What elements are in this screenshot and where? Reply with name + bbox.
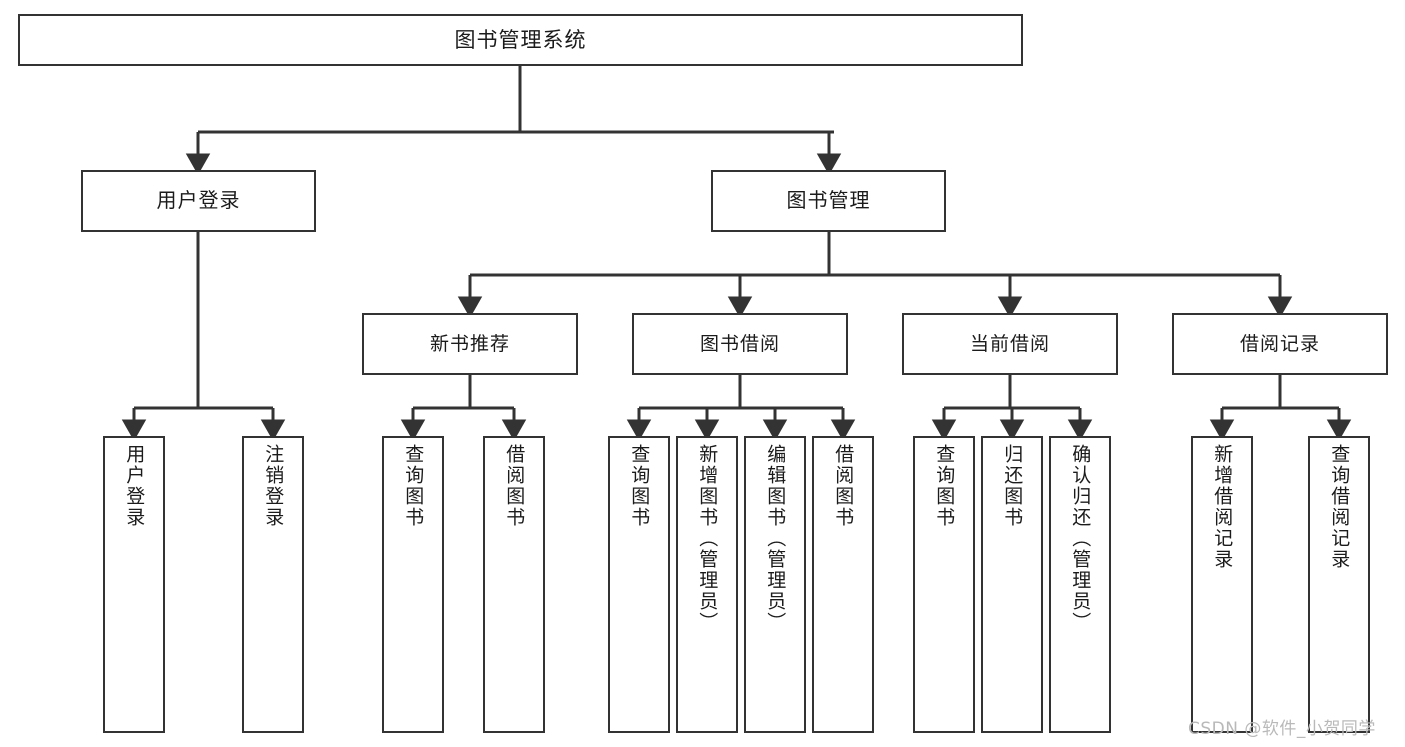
node-book-borrow[interactable]: 图书借阅 — [632, 313, 848, 375]
node-leaf-add-book-label: 新增图书（管理员） — [696, 444, 719, 633]
node-leaf-query-book-2-label: 查询图书 — [628, 444, 651, 528]
node-leaf-add-record[interactable]: 新增借阅记录 — [1191, 436, 1253, 733]
node-leaf-query-book-3-label: 查询图书 — [933, 444, 956, 528]
node-leaf-confirm-return[interactable]: 确认归还（管理员） — [1049, 436, 1111, 733]
node-leaf-edit-book[interactable]: 编辑图书（管理员） — [744, 436, 806, 733]
node-root[interactable]: 图书管理系统 — [18, 14, 1023, 66]
node-leaf-borrow-book-1[interactable]: 借阅图书 — [483, 436, 545, 733]
node-leaf-return-book[interactable]: 归还图书 — [981, 436, 1043, 733]
node-leaf-logout[interactable]: 注销登录 — [242, 436, 304, 733]
watermark-text: CSDN @软件_小贺同学 — [1188, 719, 1376, 739]
node-new-book-recommend-label: 新书推荐 — [429, 332, 510, 355]
node-leaf-query-book-1-label: 查询图书 — [402, 444, 425, 528]
node-current-borrow-label: 当前借阅 — [969, 332, 1050, 355]
node-book-manage[interactable]: 图书管理 — [711, 170, 946, 232]
node-leaf-query-record-label: 查询借阅记录 — [1328, 444, 1351, 570]
node-leaf-user-login-label: 用户登录 — [123, 444, 146, 528]
node-leaf-query-book-3[interactable]: 查询图书 — [913, 436, 975, 733]
node-book-manage-label: 图书管理 — [786, 188, 871, 213]
node-leaf-query-book-1[interactable]: 查询图书 — [382, 436, 444, 733]
node-user-login-label: 用户登录 — [156, 188, 241, 213]
node-leaf-add-book[interactable]: 新增图书（管理员） — [676, 436, 738, 733]
node-leaf-borrow-book-2[interactable]: 借阅图书 — [812, 436, 874, 733]
node-leaf-user-login[interactable]: 用户登录 — [103, 436, 165, 733]
node-leaf-query-record[interactable]: 查询借阅记录 — [1308, 436, 1370, 733]
node-leaf-logout-label: 注销登录 — [262, 444, 285, 528]
node-borrow-record[interactable]: 借阅记录 — [1172, 313, 1388, 375]
node-leaf-borrow-book-1-label: 借阅图书 — [503, 444, 526, 528]
node-user-login[interactable]: 用户登录 — [81, 170, 316, 232]
node-leaf-return-book-label: 归还图书 — [1001, 444, 1024, 528]
node-leaf-confirm-return-label: 确认归还（管理员） — [1069, 444, 1092, 633]
node-leaf-borrow-book-2-label: 借阅图书 — [832, 444, 855, 528]
node-root-label: 图书管理系统 — [454, 27, 587, 52]
node-book-borrow-label: 图书借阅 — [699, 332, 780, 355]
node-current-borrow[interactable]: 当前借阅 — [902, 313, 1118, 375]
node-leaf-query-book-2[interactable]: 查询图书 — [608, 436, 670, 733]
node-leaf-add-record-label: 新增借阅记录 — [1211, 444, 1234, 570]
node-borrow-record-label: 借阅记录 — [1239, 332, 1320, 355]
node-new-book-recommend[interactable]: 新书推荐 — [362, 313, 578, 375]
node-leaf-edit-book-label: 编辑图书（管理员） — [764, 444, 787, 633]
